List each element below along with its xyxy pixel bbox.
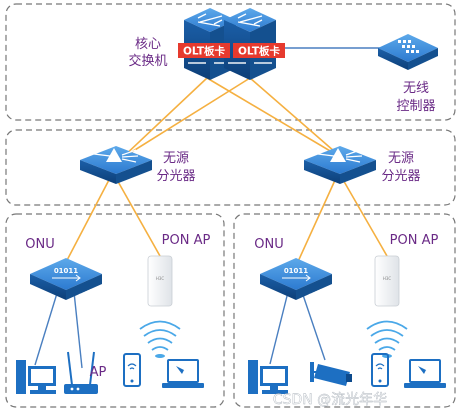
- core-layer-box: [5, 3, 456, 121]
- wifi-signal-icon: [139, 320, 181, 358]
- keypad-icon: [398, 40, 419, 53]
- pon-ap-left-brand: H3C: [156, 276, 165, 281]
- pon-ap-right-brand: H3C: [383, 276, 392, 281]
- onu-right-code: 01011: [284, 267, 308, 275]
- access-right-box: [233, 213, 456, 408]
- fiber-splitter-left-to-ponap-left: [115, 177, 161, 257]
- eth-onu-left-to-ap: [73, 291, 83, 369]
- olt-card-right-badge: OLT板卡: [233, 43, 285, 58]
- prism-icon: [317, 148, 363, 163]
- desktop-pc-icon: [248, 360, 288, 394]
- fiber-olt-left-to-splitter-right: [206, 77, 343, 159]
- laptop-icon: [404, 359, 446, 388]
- fiber-splitter-right-to-ponap-right: [341, 177, 388, 257]
- smartphone-icon: [371, 353, 389, 387]
- fiber-olt-right-to-splitter-left: [121, 77, 251, 159]
- laptop-icon: [162, 359, 204, 388]
- olt-card-right-label: OLT板卡: [238, 45, 281, 58]
- eth-onu-right-to-pc: [269, 291, 289, 365]
- eth-onu-left-to-pc: [34, 289, 59, 366]
- desktop-pc-icon: [16, 360, 56, 394]
- pon-ap-right-label: PON AP: [390, 233, 439, 248]
- fiber-splitter-right-to-onu-right: [295, 177, 337, 267]
- wireless-controller-label-line1: 无线: [403, 81, 429, 96]
- wifi-signal-icon: [366, 320, 408, 358]
- wireless-controller: [378, 34, 438, 70]
- eth-onu-right-to-camera: [301, 291, 326, 361]
- access-left-box: [5, 213, 225, 408]
- smartphone-icon: [123, 353, 141, 387]
- passive-splitter-left: [80, 146, 152, 184]
- security-camera-icon: [310, 362, 352, 386]
- core-switch-label-line2: 交换机: [128, 53, 167, 69]
- pon-ap-left-label: PON AP: [162, 233, 211, 248]
- core-switch: OLT板卡 OLT板卡: [178, 8, 285, 80]
- onu-right-device: 01011 ONU: [260, 258, 332, 301]
- watermark: CSDN @流光年华: [273, 392, 387, 408]
- splitter-right-label-line2: 分光器: [381, 169, 420, 184]
- onu-left-device: 01011 ONU: [30, 258, 102, 301]
- pon-ap-left-device: H3C: [147, 255, 173, 307]
- fiber-olt-right-to-splitter-right: [249, 77, 343, 159]
- wireless-controller-label-line2: 控制器: [396, 99, 435, 114]
- ap-label: AP: [90, 365, 107, 380]
- wireless-router-icon: [64, 351, 98, 394]
- splitter-left-label-line1: 无源: [163, 151, 189, 166]
- onu-left-code: 01011: [54, 267, 78, 275]
- group-boxes: [5, 3, 456, 408]
- splitter-right-label-line1: 无源: [388, 151, 414, 166]
- olt-card-left-label: OLT板卡: [183, 45, 226, 58]
- fiber-olt-left-to-splitter-left: [121, 77, 208, 159]
- splitter-layer-box: [5, 129, 456, 206]
- onu-left-label: ONU: [25, 237, 54, 252]
- passive-splitter-right: [304, 146, 376, 184]
- olt-card-left-badge: OLT板卡: [178, 43, 230, 58]
- core-switch-label-line1: 核心: [135, 37, 161, 52]
- prism-icon: [93, 148, 139, 163]
- connections: [34, 47, 388, 369]
- splitter-left-label-line2: 分光器: [156, 169, 195, 184]
- fiber-splitter-left-to-onu-left: [63, 177, 111, 267]
- pon-ap-right-device: H3C: [374, 255, 400, 307]
- onu-right-label: ONU: [254, 237, 283, 252]
